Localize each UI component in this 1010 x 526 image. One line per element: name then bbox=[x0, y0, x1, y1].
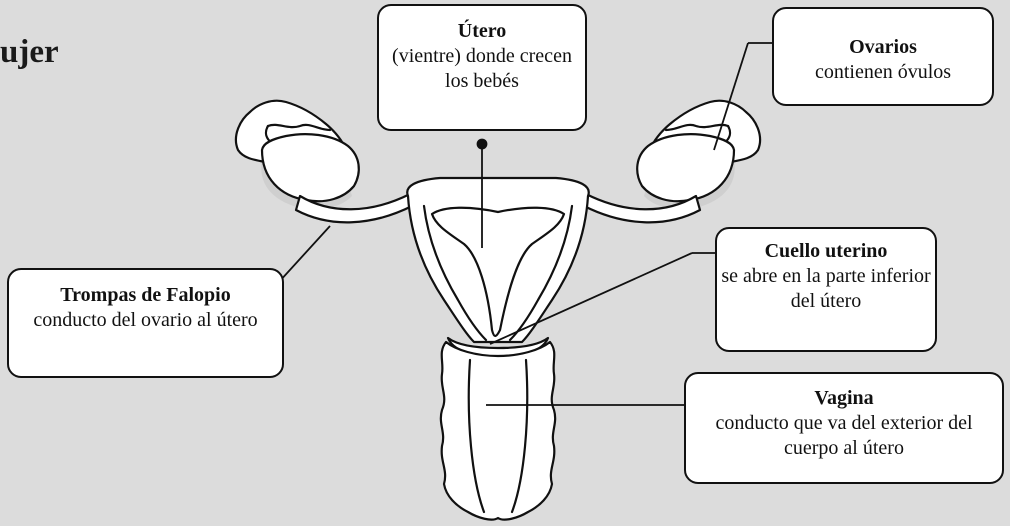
callout-trompas: Trompas de Falopio conducto del ovario a… bbox=[7, 268, 284, 378]
vagina-title: Vagina bbox=[686, 386, 1002, 411]
ovarios-description: contienen óvulos bbox=[774, 60, 992, 85]
cuello-description: se abre en la parte inferior del útero bbox=[717, 264, 935, 314]
callout-vagina: Vagina conducto que va del exterior del … bbox=[684, 372, 1004, 484]
vagina-description: conducto que va del exterior del cuerpo … bbox=[686, 411, 1002, 461]
utero-title: Útero bbox=[379, 19, 585, 44]
callout-cuello: Cuello uterino se abre en la parte infer… bbox=[715, 227, 937, 352]
ovarios-title: Ovarios bbox=[774, 35, 992, 60]
vagina bbox=[441, 342, 555, 520]
trompas-title: Trompas de Falopio bbox=[9, 283, 282, 308]
utero-description: (vientre) donde crecen los bebés bbox=[379, 44, 585, 94]
callout-utero: Útero (vientre) donde crecen los bebés bbox=[377, 4, 587, 131]
cuello-title: Cuello uterino bbox=[717, 239, 935, 264]
trompas-description: conducto del ovario al útero bbox=[9, 308, 282, 333]
callout-ovarios: Ovarios contienen óvulos bbox=[772, 7, 994, 106]
